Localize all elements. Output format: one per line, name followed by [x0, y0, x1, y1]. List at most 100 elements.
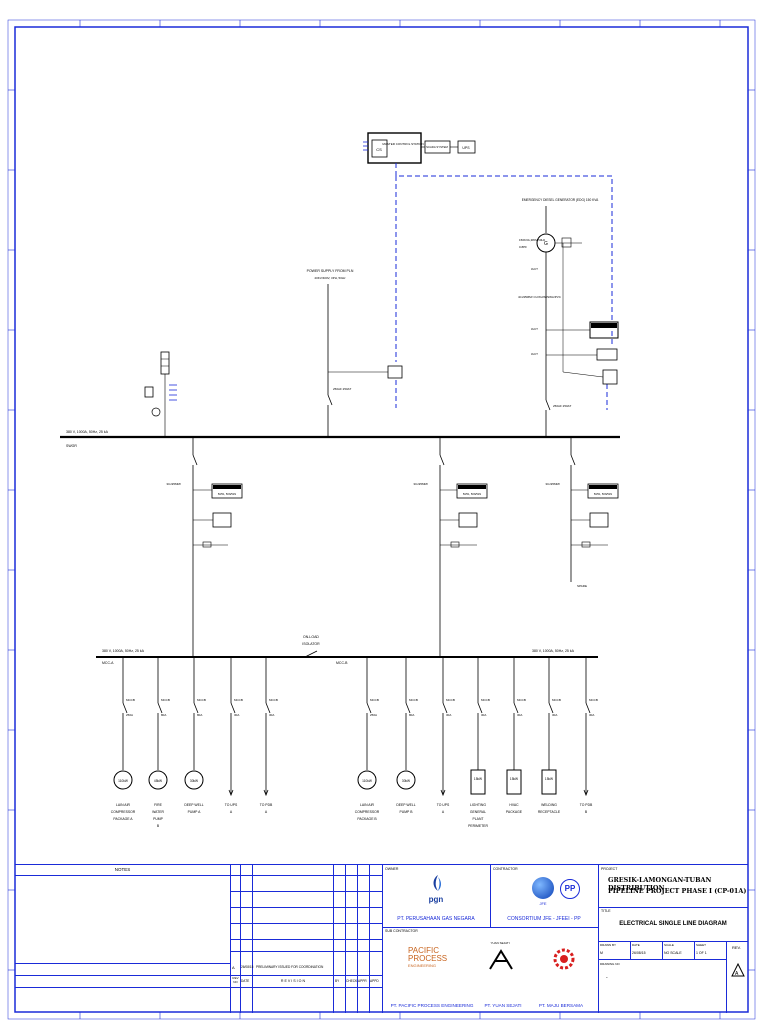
mcc-b-name: MCC-B: [336, 661, 348, 665]
mcc-a-rating: 380 V, 1000A, 50Hz, 25 kA: [102, 649, 145, 653]
revision-triangle: [731, 962, 745, 977]
load-name: LAIN AIR: [116, 803, 130, 807]
load-name: COMPRESSOR: [355, 810, 380, 814]
mccb-rating: 80A: [409, 713, 414, 717]
pln-subtitle: 20KV/400V, 3PH, 50Hz: [314, 276, 346, 280]
title-cell: TITLE ELECTRICAL SINGLE LINE DIAGRAM: [598, 907, 748, 942]
edg-breaker: [545, 399, 551, 411]
mccb-label: MCCB: [409, 698, 418, 702]
project-cell: PROJECT GRESIK-LAMONGAN-TUBAN DISTRIBUTI…: [598, 865, 748, 908]
feeder-cable: 3Cx95MM²: [166, 482, 181, 486]
motor-symbol: [396, 770, 416, 790]
mccb-label: MCCB: [446, 698, 455, 702]
yuan-logo: [488, 947, 514, 971]
contractor-cell: CONTRACTOR JFE PP CONSORTIUM JFE - JFEEI…: [490, 865, 599, 928]
load-feeder: MCCB 30A TO PDB A: [260, 657, 278, 814]
mccb-rating: 30A: [269, 713, 274, 717]
load-name: GENERAL: [470, 810, 486, 814]
edg-sync-relay: [602, 369, 618, 385]
svg-text:G: G: [544, 241, 548, 247]
border-ticks: [8, 20, 755, 1019]
mccb-label: MCCB: [269, 698, 278, 702]
feeder-mcc-a: 3Cx95MM² 50/51, 50N/51N: [166, 437, 243, 657]
mccb-label: MCCB: [481, 698, 490, 702]
load-name: TO PDB: [580, 803, 593, 807]
edg-protection-relay: [589, 321, 619, 339]
load-name: PUMP A: [188, 810, 201, 814]
arrow-icon: [583, 789, 589, 797]
load-name: LAIN AIR: [360, 803, 374, 807]
load-name: FIRE: [154, 803, 162, 807]
motor-symbol: [148, 770, 168, 790]
feeder-relay: [587, 483, 619, 499]
edg-breaker-label: 250AF 250AT: [553, 404, 571, 408]
mcc-b-rating: 380 V, 1000A, 50Hz, 25 kA: [532, 649, 575, 653]
pp-logo: PP: [560, 879, 580, 899]
load-name: TO PDB: [260, 803, 273, 807]
load-name: PLANT: [473, 817, 484, 821]
pln-title: POWER SUPPLY FROM PLN: [307, 269, 354, 273]
on-load-isolator: [304, 650, 318, 658]
edg-meter: [596, 348, 618, 361]
master-control-box: [367, 132, 422, 164]
mccb-label: MCCB: [589, 698, 598, 702]
load-name: PACKAGE: [506, 810, 523, 814]
sub1-name: PT. PACIFIC PROCESS ENGINEERING: [390, 1003, 474, 1008]
load-name: PERIMETER: [468, 824, 488, 828]
mccb-rating: 250A: [370, 713, 377, 717]
left-aux-group: [144, 351, 177, 436]
pgn-logo: [426, 873, 450, 897]
load-name: B: [157, 824, 160, 828]
title-block: NOTES A 26/08/15 PRELIMINARY ISSUED FOR …: [15, 864, 748, 1013]
contractor-name: CONSORTIUM JFE - JFEEI - PP: [507, 916, 581, 922]
motor-kw: 45kW: [154, 779, 162, 783]
master-control-group: CS MASTER CONTROL STATION SCADA SYSTEM U…: [363, 132, 476, 164]
feeder-meter: [458, 512, 478, 528]
load-name: DEEP WELL: [396, 803, 415, 807]
load-name: TO UPS: [225, 803, 238, 807]
owner-cell: OWNER pgn PT. PERUSAHAAN GAS NEGARA: [382, 865, 491, 928]
pln-breaker-label: 250AF 250AT: [333, 387, 351, 391]
motor-symbol: [357, 770, 377, 790]
load-box: [470, 769, 486, 795]
outer-border: [14, 26, 749, 1013]
drawing-title: ELECTRICAL SINGLE LINE DIAGRAM: [619, 921, 727, 927]
feeder-cable: 3Cx95MM²: [545, 482, 560, 486]
motor-kw: 110kW: [118, 779, 128, 783]
arrow-icon: [228, 789, 234, 797]
outer-frame: [7, 19, 756, 1020]
edg-incomer: EMERGENCY DIESEL GENERATOR (EDG) 150 KVA…: [518, 198, 619, 436]
mccb-label: MCCB: [197, 698, 206, 702]
mccb-breaker: [513, 702, 519, 714]
load-name: PUMP B: [400, 810, 414, 814]
mccb-rating: 30A: [517, 713, 522, 717]
mccb-label: MCCB: [234, 698, 243, 702]
mccb-breaker: [442, 702, 448, 714]
motor-kw: 30kW: [190, 779, 198, 783]
mccb-breaker: [122, 702, 128, 714]
feeder-breaker: [192, 454, 198, 466]
mccb-breaker: [405, 702, 411, 714]
mccb-breaker: [477, 702, 483, 714]
mccb-breaker: [193, 702, 199, 714]
load-name: A: [265, 810, 268, 814]
swgr-name: SWGR: [66, 444, 77, 448]
mccb-rating: 80A: [161, 713, 166, 717]
drawing-info: DRAWN BY M DATE 26/08/15 SCALE NO SCALE …: [598, 941, 748, 1013]
maju-logo: [552, 947, 576, 971]
load-name: PACKAGE B: [357, 817, 377, 821]
mccb-label: MCCB: [517, 698, 526, 702]
edg-cable: 4Cx95MM² CU/XLPE/SWA/PVC: [518, 295, 562, 299]
notes-area: NOTES A 26/08/15 PRELIMINARY ISSUED FOR …: [15, 865, 383, 1013]
motor-kw: 30kW: [402, 779, 410, 783]
load-name: TO UPS: [437, 803, 450, 807]
notes-header: NOTES: [114, 867, 131, 872]
